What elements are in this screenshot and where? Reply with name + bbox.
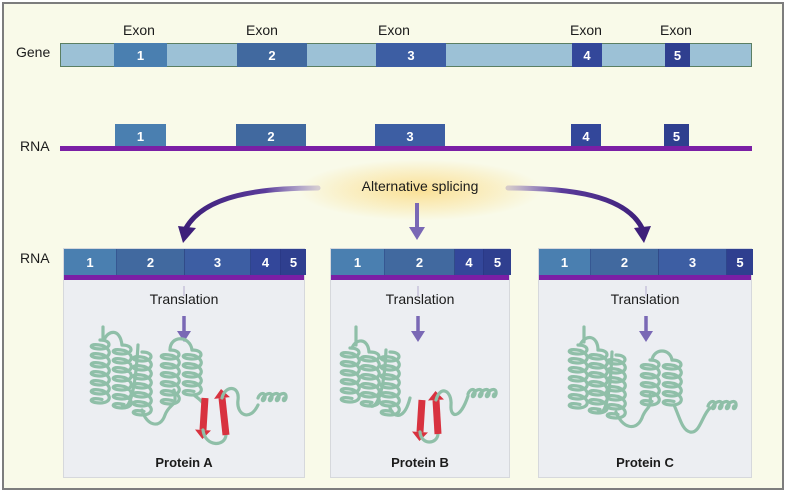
- mrna-b-exon-2: 2: [385, 249, 455, 275]
- splice-arrow-left: [183, 185, 321, 231]
- protein-c-helix-5: [661, 358, 683, 407]
- gene-exon-3: 3: [376, 43, 446, 67]
- gene-exon-5: 5: [665, 43, 690, 67]
- gene-exon-1: 1: [114, 43, 167, 67]
- exon-label-2: Exon: [246, 22, 278, 38]
- mrna-c-exon-3: 3: [659, 249, 727, 275]
- protein-b-helix-1: [339, 346, 361, 404]
- protein-b-loop-2: [368, 348, 388, 408]
- exon-label-4: Exon: [570, 22, 602, 38]
- splicing-glow: [300, 160, 540, 220]
- protein-c-loop-4: [650, 349, 674, 362]
- protein-b-beta-strand-2: [432, 399, 442, 435]
- mrna-strip-c: 1 2 3 5: [539, 249, 753, 280]
- protein-name-b: Protein B: [391, 455, 449, 470]
- protein-b-loop-3: [388, 396, 412, 417]
- protein-b-hairpin-turn: [418, 430, 440, 444]
- mrna-b-exon-1: 1: [331, 249, 385, 275]
- mrna-a-exon-4: 4: [251, 249, 281, 275]
- protein-a-beta-strand-2: [218, 397, 230, 436]
- protein-a-helix-5: [181, 348, 203, 397]
- translation-arrow-c-head: [639, 331, 653, 342]
- protein-b-c-terminus: [466, 387, 498, 399]
- mrna-b-exon-5: 5: [484, 249, 511, 275]
- protein-b-helix-2: [359, 350, 381, 408]
- pre-mrna-label: RNA: [20, 138, 50, 154]
- mrna-a-exon-3: 3: [185, 249, 251, 275]
- splice-arrow-right: [505, 185, 645, 231]
- protein-a-loop-3: [140, 388, 177, 426]
- protein-c-helix-2: [587, 348, 609, 415]
- protein-a-c-terminus: [256, 391, 288, 403]
- protein-a-hairpin-turn: [201, 428, 228, 445]
- translation-label-a: Translation: [149, 291, 219, 307]
- protein-c-helix-4: [639, 358, 661, 407]
- protein-a-helix-2: [111, 343, 133, 410]
- protein-a-beta-strand-1: [199, 397, 209, 431]
- protein-name-a: Protein A: [155, 455, 213, 470]
- protein-c-loop-2: [596, 350, 614, 414]
- splice-arrow-right-head: [634, 226, 651, 243]
- pre-mrna-backbone: [60, 146, 752, 151]
- translation-label-c: Translation: [610, 291, 680, 307]
- gene-label: Gene: [16, 44, 51, 60]
- pre-mrna-exon-1: 1: [115, 124, 166, 148]
- pre-mrna-exon-4: 4: [571, 124, 601, 148]
- mrna-a-exon-1: 1: [64, 249, 117, 275]
- protein-c-loop-1: [578, 336, 600, 352]
- mrna-a-exon-5: 5: [281, 249, 306, 275]
- mrna-strip-b: 1 2 4 5: [331, 249, 511, 280]
- mrna-c-exon-1: 1: [539, 249, 591, 275]
- protein-a-loop-6: [220, 386, 260, 417]
- splice-arrow-middle-head: [409, 227, 425, 240]
- gene-exon-4: 4: [572, 43, 602, 67]
- protein-b-loop-4: [434, 389, 470, 416]
- protein-name-c: Protein C: [616, 455, 674, 470]
- protein-b-helix-3: [379, 350, 401, 417]
- mature-rna-label: RNA: [20, 250, 50, 266]
- protein-b-beta-strand-1: [416, 399, 426, 433]
- protein-c-helix-3: [605, 353, 627, 420]
- protein-c-helix-1: [567, 343, 589, 410]
- translation-arrow-b-head: [411, 331, 425, 342]
- gene-bar: 1 2 3 4 5: [60, 43, 752, 67]
- protein-a-helix-4: [159, 348, 181, 406]
- pre-mrna-exon-3: 3: [375, 124, 445, 148]
- mrna-c-exon-5: 5: [727, 249, 753, 275]
- protein-c-loop-5: [672, 403, 712, 434]
- pre-mrna-exon-2: 2: [236, 124, 306, 148]
- exon-label-5: Exon: [660, 22, 692, 38]
- protein-a-loop-2: [120, 343, 140, 409]
- mrna-strip-a: 1 2 3 4 5: [64, 249, 306, 280]
- translation-arrow-a-head: [177, 331, 191, 342]
- exon-label-1: Exon: [123, 22, 155, 38]
- protein-c-c-terminus: [706, 399, 738, 411]
- protein-a-helix-3: [131, 350, 153, 417]
- protein-a-helix-1: [89, 338, 111, 405]
- gene-exon-2: 2: [237, 43, 307, 67]
- mrna-c-exon-2: 2: [591, 249, 659, 275]
- protein-a-loop-4: [168, 337, 194, 352]
- protein-a-loop-1: [102, 330, 124, 347]
- splice-arrow-left-head: [178, 226, 196, 243]
- exon-label-3: Exon: [378, 22, 410, 38]
- protein-b-loop-1: [350, 339, 371, 354]
- mrna-a-exon-2: 2: [117, 249, 185, 275]
- alternative-splicing-label: Alternative splicing: [361, 178, 479, 194]
- mrna-b-exon-4: 4: [455, 249, 484, 275]
- pre-mrna-exon-5: 5: [664, 124, 689, 148]
- translation-label-b: Translation: [385, 291, 455, 307]
